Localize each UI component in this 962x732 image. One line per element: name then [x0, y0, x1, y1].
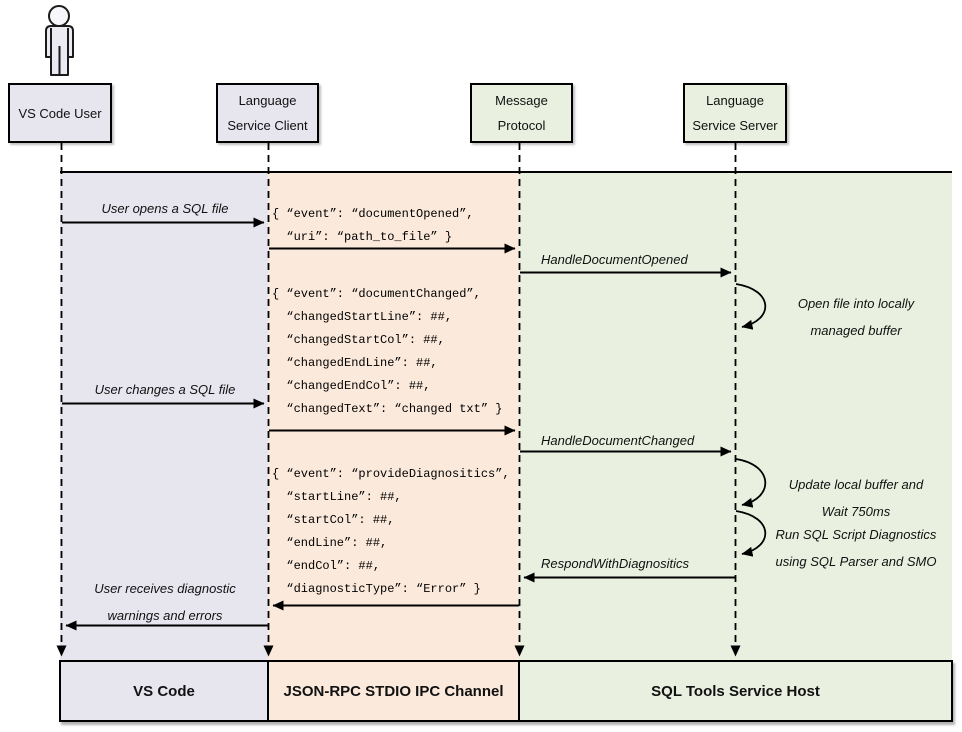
person-head	[48, 5, 70, 27]
note-run-diagnostics: Run SQL Script Diagnostics using SQL Par…	[768, 521, 944, 575]
actor-box-vscode-user: VS Code User	[8, 83, 112, 143]
footer-label: SQL Tools Service Host	[651, 682, 820, 700]
actor-box-language-service-server: Language Service Server	[683, 83, 787, 143]
payload-line: { “event”: “documentChanged”,	[272, 287, 481, 301]
payload-line: “changedStartCol”: ##,	[272, 333, 445, 347]
footer-label: JSON-RPC STDIO IPC Channel	[283, 682, 504, 700]
payload-line: “changedEndCol”: ##,	[272, 379, 431, 393]
note-line1: Update local buffer and	[788, 477, 924, 492]
label-line2: warnings and errors	[107, 608, 223, 623]
footer-box-ipc-channel: JSON-RPC STDIO IPC Channel	[267, 660, 520, 722]
actor-label-line1: Message	[495, 93, 548, 108]
actor-label: VS Code User	[18, 105, 102, 121]
user-actor-icon	[45, 5, 74, 76]
payload-line: “startCol”: ##,	[272, 513, 395, 527]
note-open-buffer: Open file into locally managed buffer	[768, 290, 944, 344]
payload-document-opened: { “event”: “documentOpened”, “uri”: “pat…	[272, 203, 474, 249]
payload-line: “endCol”: ##,	[272, 559, 381, 573]
actor-label-line2: Service Client	[227, 118, 308, 133]
label-user-opens-file: User opens a SQL file	[101, 201, 229, 216]
label-user-receives-diagnostics: User receives diagnostic warnings and er…	[62, 575, 268, 629]
payload-line: “endLine”: ##,	[272, 536, 388, 550]
label-line1: User receives diagnostic	[94, 581, 236, 596]
payload-provide-diagnostics: { “event”: “provideDiagnositics”, “start…	[272, 463, 510, 601]
payload-line: “startLine”: ##,	[272, 490, 402, 504]
label-handle-document-opened: HandleDocumentOpened	[541, 252, 688, 267]
note-line2: managed buffer	[810, 323, 902, 338]
footer-row: VS Code JSON-RPC STDIO IPC Channel SQL T…	[59, 660, 953, 722]
note-line1: Run SQL Script Diagnostics	[775, 527, 937, 542]
actor-box-language-service-client: Language Service Client	[216, 83, 319, 143]
payload-line: “changedEndLine”: ##,	[272, 356, 438, 370]
payload-line: “diagnosticType”: “Error” }	[272, 582, 481, 596]
payload-line: “changedText”: “changed txt” }	[272, 402, 503, 416]
payload-line: { “event”: “documentOpened”,	[272, 207, 474, 221]
actor-label-line2: Service Server	[692, 118, 778, 133]
footer-label: VS Code	[133, 682, 195, 700]
actor-label-line1: Language	[238, 93, 297, 108]
note-line2: using SQL Parser and SMO	[775, 554, 937, 569]
label-user-changes-file: User changes a SQL file	[94, 382, 236, 397]
lane-vscode	[60, 172, 268, 722]
payload-line: “changedStartLine”: ##,	[272, 310, 453, 324]
note-update-buffer: Update local buffer and Wait 750ms	[768, 471, 944, 525]
payload-line: “uri”: “path_to_file” }	[272, 230, 453, 244]
label-respond-with-diagnostics: RespondWithDiagnositics	[541, 556, 690, 571]
payload-line: { “event”: “provideDiagnositics”,	[272, 467, 510, 481]
actor-label-line1: Language	[706, 93, 764, 108]
actor-label-line2: Protocol	[497, 118, 546, 133]
label-handle-document-changed: HandleDocumentChanged	[541, 433, 695, 448]
footer-box-service-host: SQL Tools Service Host	[518, 660, 953, 722]
payload-document-changed: { “event”: “documentChanged”, “changedSt…	[272, 283, 502, 421]
note-line1: Open file into locally	[797, 296, 915, 311]
actor-box-message-protocol: Message Protocol	[470, 83, 573, 143]
note-line2: Wait 750ms	[821, 504, 891, 519]
footer-box-vscode: VS Code	[59, 660, 269, 722]
lane-ipc-channel	[268, 172, 519, 722]
